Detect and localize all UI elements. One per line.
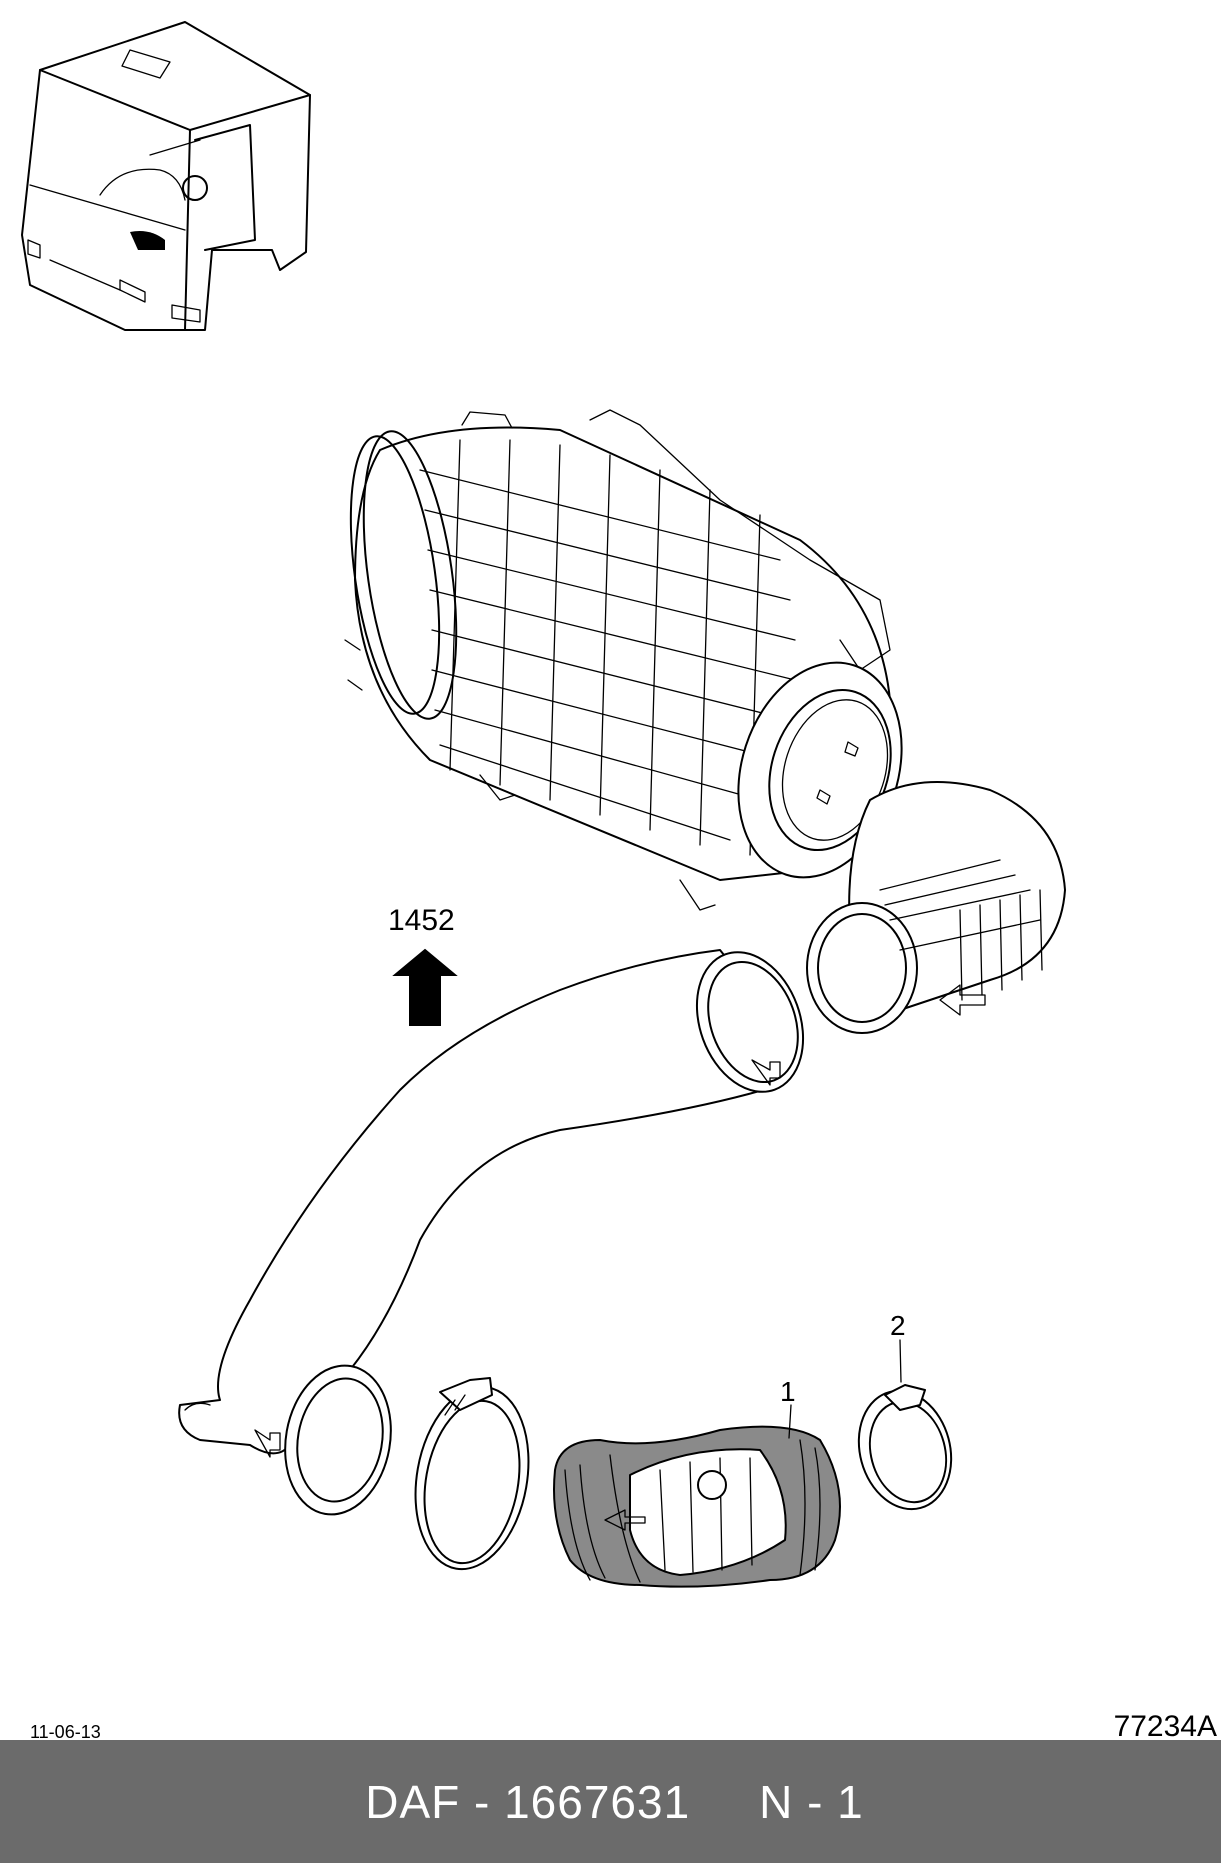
air-filter-housing xyxy=(344,409,903,911)
truck-cab-thumbnail xyxy=(21,21,311,331)
part-callout-1: 1 xyxy=(780,1376,796,1407)
footer-part-number: DAF - 1667631 N - 1 xyxy=(365,1775,864,1828)
intake-duct xyxy=(178,949,805,1516)
drawing-number: 77234A xyxy=(1113,1710,1217,1743)
footer-bar: DAF - 1667631 N - 1 xyxy=(0,1740,1221,1863)
reference-arrow xyxy=(392,948,458,1026)
leader-line-part-2 xyxy=(899,1339,902,1383)
parts-diagram xyxy=(21,21,1066,1588)
rubber-bellow-part-1 xyxy=(553,1425,841,1588)
drawing-date: 11-06-13 xyxy=(30,1722,101,1742)
upper-bellow-connector xyxy=(806,781,1066,1034)
leader-line-part-1 xyxy=(788,1404,792,1439)
hose-clamp-part-2 xyxy=(857,1384,953,1511)
hose-clamp-left xyxy=(414,1377,530,1571)
part-callout-2: 2 xyxy=(890,1310,906,1341)
reference-callout: 1452 xyxy=(388,904,455,937)
